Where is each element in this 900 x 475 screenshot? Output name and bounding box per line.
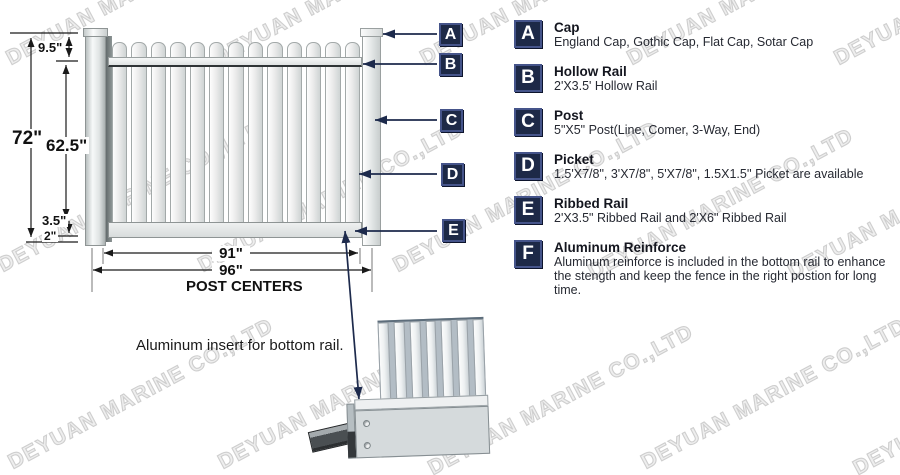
dim-overall-height: 72"	[10, 128, 45, 149]
legend-desc: 2'X3.5" Ribbed Rail and 2'X6" Ribbed Rai…	[554, 211, 787, 225]
picket	[344, 42, 361, 230]
legend-key-c: C	[514, 108, 542, 136]
legend-title: Cap	[554, 20, 580, 35]
picket	[247, 42, 264, 230]
legend-row-ribbed-rail: E Ribbed Rail 2'X3.5" Ribbed Rail and 2'…	[514, 196, 898, 225]
picket	[456, 319, 471, 402]
legend: A Cap England Cap, Gothic Cap, Flat Cap,…	[514, 20, 898, 297]
bottom-ribbed-rail	[108, 222, 362, 238]
watermark-text: DEYUAN MARINE CO.,LTD	[637, 313, 900, 474]
legend-desc: 2'X3.5' Hollow Rail	[554, 79, 658, 93]
picket	[409, 321, 423, 404]
fence-pickets	[112, 42, 361, 230]
dim-panel-height: 62.5"	[44, 136, 90, 155]
dim-panel-width: 91"	[212, 246, 250, 261]
picket	[170, 42, 186, 230]
post-shadow-band	[104, 36, 112, 242]
picket	[325, 42, 341, 230]
picket	[286, 42, 302, 230]
legend-desc: 5"X5" Post(Line, Comer, 3-Way, End)	[554, 123, 761, 137]
dim-cap-span: 9.5"	[36, 40, 65, 55]
dim-ground-clearance: 2"	[42, 229, 59, 243]
picket	[472, 318, 487, 402]
legend-row-hollow-rail: B Hollow Rail 2'X3.5' Hollow Rail	[514, 64, 898, 93]
post-centers-label: POST CENTERS	[186, 278, 303, 295]
legend-row-aluminum-reinforce: F Aluminum Reinforce Aluminum reinforce …	[514, 240, 898, 297]
legend-desc: England Cap, Gothic Cap, Flat Cap, Sotar…	[554, 35, 814, 49]
legend-key-e: E	[514, 196, 542, 224]
dim-post-centers-width: 96"	[212, 263, 250, 278]
callout-box-e: E	[442, 219, 465, 242]
picket	[150, 42, 167, 230]
picket	[112, 42, 128, 230]
picket	[208, 42, 225, 230]
legend-title: Post	[554, 108, 584, 123]
legend-row-post: C Post 5"X5" Post(Line, Comer, 3-Way, En…	[514, 108, 898, 137]
legend-title: Hollow Rail	[554, 64, 627, 79]
callout-box-c: C	[440, 109, 463, 132]
legend-desc: 1.5'X7/8", 3'X7/8", 5'X7/8", 1.5X1.5'' P…	[554, 167, 864, 181]
right-post	[362, 36, 381, 246]
detail-pickets	[377, 316, 487, 405]
legend-row-picket: D Picket 1.5'X7/8", 3'X7/8", 5'X7/8", 1.…	[514, 152, 898, 181]
picket	[425, 320, 439, 403]
rail-front-face	[354, 405, 491, 459]
picket	[228, 42, 244, 230]
callout-box-d: D	[441, 163, 464, 186]
picket	[440, 320, 455, 403]
picket	[267, 42, 283, 230]
legend-key-b: B	[514, 64, 542, 92]
picket	[131, 42, 147, 230]
picket	[189, 42, 205, 230]
legend-title: Picket	[554, 152, 594, 167]
watermark-text: DEYUAN MARINE CO.,LTD	[849, 319, 900, 475]
picket	[393, 321, 408, 404]
bottom-rail-detail	[293, 309, 499, 475]
dim-bottom-rail: 3.5"	[40, 213, 69, 228]
insert-caption: Aluminum insert for bottom rail.	[136, 337, 344, 354]
legend-title: Ribbed Rail	[554, 196, 629, 211]
legend-key-d: D	[514, 152, 542, 180]
legend-title: Aluminum Reinforce	[554, 240, 687, 255]
legend-row-cap: A Cap England Cap, Gothic Cap, Flat Cap,…	[514, 20, 898, 49]
callout-box-a: A	[439, 23, 462, 46]
callout-box-b: B	[439, 53, 462, 76]
legend-key-a: A	[514, 20, 542, 48]
picket	[377, 322, 392, 405]
legend-desc: Aluminum reinforce is included in the bo…	[554, 255, 886, 297]
top-hollow-rail	[108, 57, 362, 67]
picket	[305, 42, 322, 230]
legend-key-f: F	[514, 240, 542, 268]
